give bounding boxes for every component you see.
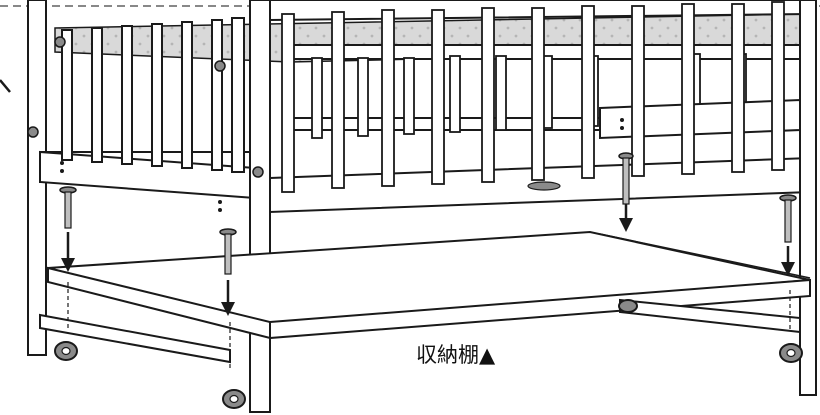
panel-hole bbox=[60, 169, 64, 173]
caster bbox=[54, 341, 78, 361]
knob bbox=[214, 60, 226, 72]
front-right-post bbox=[799, 0, 817, 396]
knob bbox=[27, 126, 39, 138]
caster bbox=[618, 299, 638, 313]
screw-4 bbox=[779, 194, 797, 276]
caster bbox=[779, 343, 803, 363]
leader-mark bbox=[0, 79, 11, 93]
screw-1 bbox=[59, 186, 77, 272]
panel-hole bbox=[218, 200, 222, 204]
panel-hole bbox=[60, 161, 64, 165]
panel-hole bbox=[218, 208, 222, 212]
right-inner-panel bbox=[599, 98, 801, 140]
storage-shelf bbox=[47, 230, 811, 340]
screw-2 bbox=[219, 228, 237, 316]
alignment-guides bbox=[67, 282, 791, 368]
front-slats bbox=[281, 1, 785, 193]
screw-3 bbox=[618, 152, 634, 232]
base-rail bbox=[619, 298, 801, 334]
left-end-panel bbox=[27, 0, 256, 364]
front-left-post bbox=[249, 0, 271, 413]
caster bbox=[222, 389, 246, 409]
panel-hole bbox=[620, 126, 624, 130]
storage-shelf-label: 収納棚▲ bbox=[416, 343, 496, 367]
rail-label-plate bbox=[527, 181, 561, 191]
knob bbox=[54, 36, 66, 48]
panel-hole bbox=[620, 118, 624, 122]
knob bbox=[252, 166, 264, 178]
